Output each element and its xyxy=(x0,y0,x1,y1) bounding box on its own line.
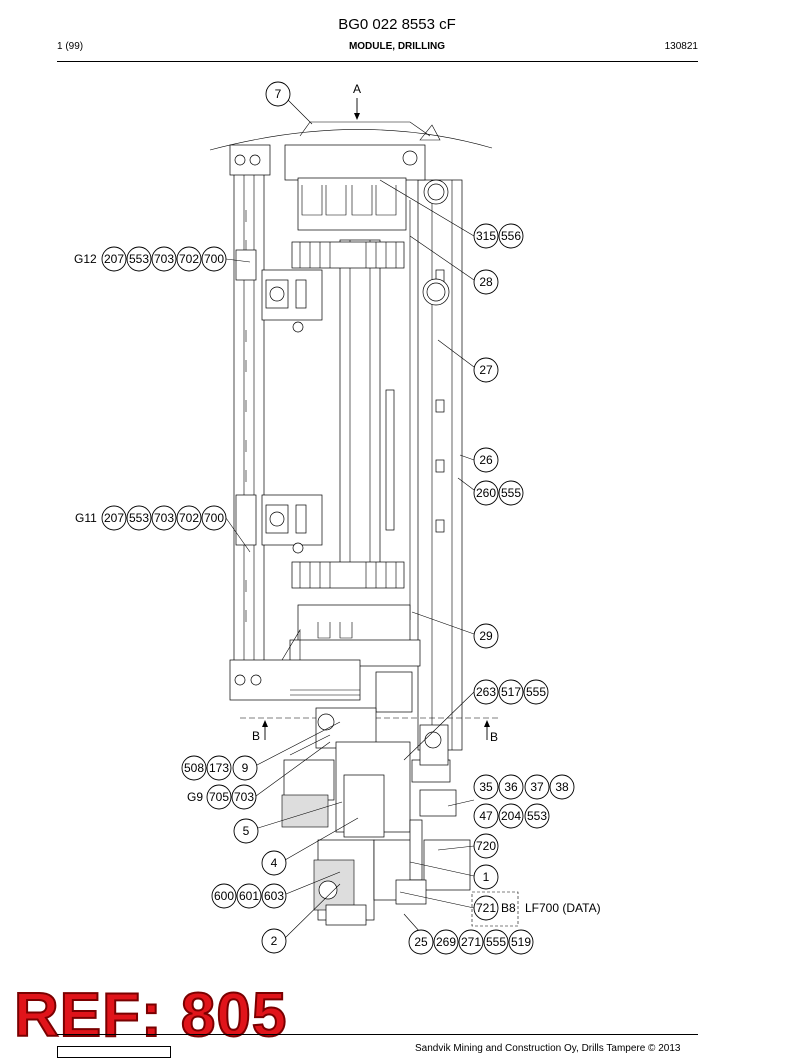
callout-720: 720 xyxy=(476,839,496,853)
document-subtitle: MODULE, DRILLING xyxy=(348,41,446,52)
callout-553: 553 xyxy=(129,511,149,525)
callout-508: 508 xyxy=(184,761,204,775)
callout-517: 517 xyxy=(501,685,521,699)
document-title: BG0 022 8553 cF xyxy=(338,16,456,33)
callout-555: 555 xyxy=(526,685,546,699)
callout-7: 7 xyxy=(275,87,282,101)
callout-603: 603 xyxy=(264,889,284,903)
callout-601: 601 xyxy=(239,889,259,903)
callout-553: 553 xyxy=(129,252,149,266)
label-b8: B8 xyxy=(501,901,516,915)
callout-35: 35 xyxy=(479,780,493,794)
callout-47: 47 xyxy=(479,809,493,823)
callout-556: 556 xyxy=(501,229,521,243)
document-date: 130821 xyxy=(664,41,698,52)
callout-38: 38 xyxy=(555,780,569,794)
callout-28: 28 xyxy=(479,275,493,289)
callout-269: 269 xyxy=(436,935,456,949)
callout-702: 702 xyxy=(179,511,199,525)
label-lf700: LF700 (DATA) xyxy=(525,901,601,915)
callout-5: 5 xyxy=(243,824,250,838)
sandvik-logo xyxy=(57,1046,171,1058)
callout-703: 703 xyxy=(154,252,174,266)
label-g9: G9 xyxy=(187,790,203,804)
callout-27: 27 xyxy=(479,363,493,377)
callout-700: 700 xyxy=(204,252,224,266)
ref-stamp: REF: 805 xyxy=(13,980,288,1051)
callout-600: 600 xyxy=(214,889,234,903)
callout-703: 703 xyxy=(154,511,174,525)
callout-29: 29 xyxy=(479,629,493,643)
callout-555: 555 xyxy=(501,486,521,500)
callout-519: 519 xyxy=(511,935,531,949)
footer-rule xyxy=(57,1034,698,1035)
callout-26: 26 xyxy=(479,453,493,467)
callout-553: 553 xyxy=(527,809,547,823)
callout-4: 4 xyxy=(271,856,278,870)
callout-271: 271 xyxy=(461,935,481,949)
label-g12: G12 xyxy=(74,252,97,266)
callout-315: 315 xyxy=(476,229,496,243)
callout-207: 207 xyxy=(104,511,124,525)
callout-705: 705 xyxy=(209,790,229,804)
callout-555: 555 xyxy=(486,935,506,949)
callout-703: 703 xyxy=(234,790,254,804)
callout-207: 207 xyxy=(104,252,124,266)
callout-260: 260 xyxy=(476,486,496,500)
callout-36: 36 xyxy=(504,780,518,794)
callout-702: 702 xyxy=(179,252,199,266)
callout-9: 9 xyxy=(242,761,249,775)
callout-204: 204 xyxy=(501,809,521,823)
callout-1: 1 xyxy=(483,870,490,884)
view-label-b-right: B xyxy=(490,730,498,744)
callout-2: 2 xyxy=(271,934,278,948)
callout-700: 700 xyxy=(204,511,224,525)
callout-263: 263 xyxy=(476,685,496,699)
view-label-b-left: B xyxy=(252,729,260,743)
callout-721: 721 xyxy=(476,901,496,915)
callout-173: 173 xyxy=(209,761,229,775)
callout-group: 7 315 556 28 27 26 260 555 29 263 517 55… xyxy=(101,81,575,955)
view-label-a: A xyxy=(353,82,361,96)
callout-37: 37 xyxy=(530,780,544,794)
label-g11: G11 xyxy=(75,511,97,525)
header-rule xyxy=(57,61,698,62)
footer-copyright: Sandvik Mining and Construction Oy, Dril… xyxy=(415,1043,681,1054)
callout-25: 25 xyxy=(414,935,428,949)
page-number: 1 (99) xyxy=(57,41,84,52)
